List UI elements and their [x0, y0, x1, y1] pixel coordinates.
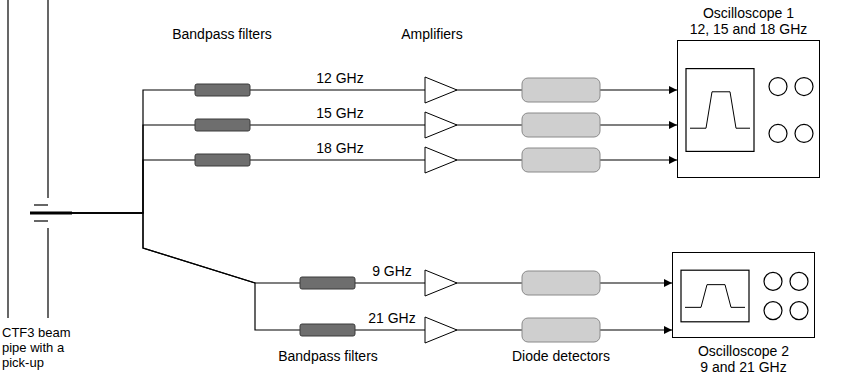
frequency-label: 9 GHz [370, 263, 414, 279]
oscilloscope-knob [769, 78, 787, 96]
oscilloscope-knob [795, 124, 813, 142]
beam-pipe-pickup: CTF3 beam pipe with a pick-up [0, 0, 72, 384]
oscilloscope-knob [764, 272, 782, 290]
frequency-list: 9 and 21 GHz [698, 359, 789, 375]
oscilloscope-screen [686, 69, 754, 152]
amplifier-symbol [425, 77, 457, 343]
diode-detector [522, 78, 600, 342]
component-label: Amplifiers [399, 26, 464, 42]
signal-trace [690, 92, 750, 128]
beam-pipe [8, 0, 72, 318]
instrument-name: Oscilloscope 2 [698, 343, 789, 359]
oscilloscope-knob [769, 124, 787, 142]
signal-trace [685, 285, 745, 308]
signal-cable [72, 213, 672, 330]
signal-cable [72, 90, 677, 213]
oscilloscope-illustration [678, 41, 818, 176]
signal-cable [72, 125, 677, 213]
bandpass-filter [195, 84, 355, 336]
component-label: Diode detectors [510, 348, 612, 364]
oscilloscope-knob [764, 302, 782, 320]
oscilloscope-screen [681, 270, 749, 322]
frequency-label: 18 GHz [314, 140, 365, 156]
component-label: Bandpass filters [276, 348, 380, 364]
component-caption: CTF3 beam pipe with a pick-up [2, 326, 72, 371]
node-text-group: Oscilloscope 112, 15 and 18 GHz [690, 5, 808, 41]
node-text-group: CTF3 beam pipe with a pick-up [2, 326, 72, 371]
frequency-label: 21 GHz [366, 310, 417, 326]
component-label: Bandpass filters [170, 26, 274, 42]
frequency-label: 15 GHz [314, 105, 365, 121]
oscilloscope-knob [790, 302, 808, 320]
frequency-label: 12 GHz [314, 70, 365, 86]
oscilloscope-box: Oscilloscope 29 and 21 GHz [672, 252, 815, 338]
oscilloscope-box: Oscilloscope 112, 15 and 18 GHz [677, 40, 820, 178]
oscilloscope-knob [795, 78, 813, 96]
oscilloscope-illustration [673, 253, 813, 336]
instrument-name: Oscilloscope 1 [690, 5, 808, 21]
frequency-list: 12, 15 and 18 GHz [690, 21, 808, 37]
node-text-group: Oscilloscope 29 and 21 GHz [698, 337, 789, 375]
oscilloscope-knob [790, 272, 808, 290]
